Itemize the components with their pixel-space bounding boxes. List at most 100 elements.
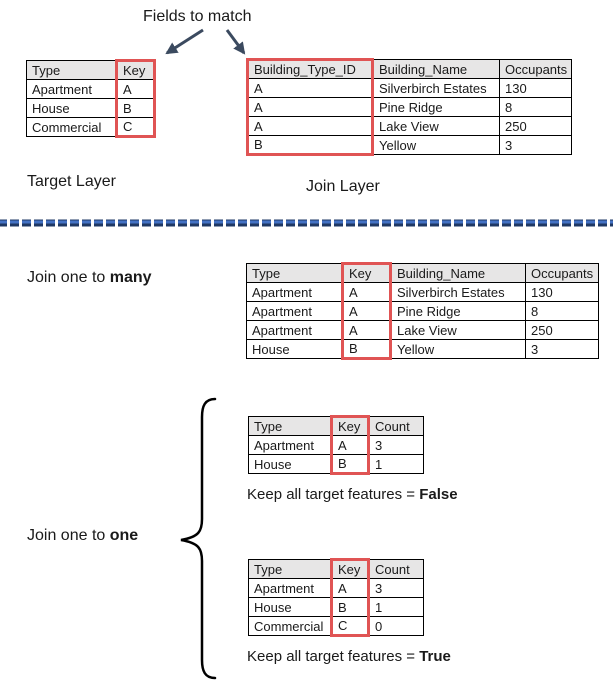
column-header: Key xyxy=(330,558,370,579)
table-cell: Silverbirch Estates xyxy=(390,282,526,302)
table-cell: B xyxy=(330,597,370,617)
table-cell: A xyxy=(341,282,392,302)
table-cell: Apartment xyxy=(248,578,332,598)
table-cell: Commercial xyxy=(26,117,117,137)
table-cell: C xyxy=(330,616,370,637)
table-cell: 3 xyxy=(368,435,424,455)
table-cell: B xyxy=(246,135,374,156)
table-cell: Yellow xyxy=(390,339,526,359)
table-cell: Silverbirch Estates xyxy=(372,78,500,98)
table-cell: Apartment xyxy=(246,301,343,321)
keep-false-value: False xyxy=(419,486,458,503)
table-cell: B xyxy=(330,454,370,475)
table-cell: Commercial xyxy=(248,616,332,636)
column-header: Building_Name xyxy=(372,59,500,79)
join-one-to-one-bold: one xyxy=(109,527,139,544)
table-cell: A xyxy=(246,116,374,136)
column-header: Type xyxy=(246,263,343,283)
keep-false-prefix: Keep all target features = xyxy=(247,486,420,503)
table-cell: 250 xyxy=(525,320,599,340)
table-cell: Lake View xyxy=(390,320,526,340)
keep-true-value: True xyxy=(419,648,451,665)
table-cell: 3 xyxy=(368,578,424,598)
table-cell: C xyxy=(115,117,156,138)
table-cell: 8 xyxy=(525,301,599,321)
table-cell: House xyxy=(248,454,332,474)
table-cell: A xyxy=(246,78,374,98)
table-cell: Pine Ridge xyxy=(390,301,526,321)
table-cell: A xyxy=(246,97,374,117)
table-cell: Pine Ridge xyxy=(372,97,500,117)
keep-true-label: Keep all target features = True xyxy=(247,648,451,666)
join-one-to-many-label: Join one to many xyxy=(27,268,152,287)
table-cell: Apartment xyxy=(248,435,332,455)
table-cell: A xyxy=(341,320,392,340)
table-cell: Apartment xyxy=(246,320,343,340)
column-header: Key xyxy=(115,59,156,80)
join-layer-label: Join Layer xyxy=(306,178,380,195)
column-header: Count xyxy=(368,416,424,436)
column-header: Key xyxy=(330,415,370,436)
table-cell: A xyxy=(330,578,370,598)
table-cell: 1 xyxy=(368,597,424,617)
table-cell: Apartment xyxy=(246,282,343,302)
column-header: Building_Type_ID xyxy=(246,58,374,79)
fields-arrow-right xyxy=(225,29,246,55)
table-cell: House xyxy=(246,339,343,359)
column-header: Occupants xyxy=(499,59,572,79)
column-header: Key xyxy=(341,262,392,283)
keep-false-label: Keep all target features = False xyxy=(247,486,458,504)
column-header: Count xyxy=(368,559,424,579)
fields-to-match-label: Fields to match xyxy=(143,8,252,25)
table-cell: 130 xyxy=(525,282,599,302)
join-one-to-one-label: Join one to one xyxy=(27,526,138,545)
keep-true-prefix: Keep all target features = xyxy=(247,648,420,665)
table-cell: Yellow xyxy=(372,135,500,155)
table-cell: House xyxy=(248,597,332,617)
table-cell: B xyxy=(115,98,156,118)
table-cell: House xyxy=(26,98,117,118)
column-header: Occupants xyxy=(525,263,599,283)
table-cell: 8 xyxy=(499,97,572,117)
join-one-to-many-prefix: Join one to xyxy=(27,269,110,286)
table-cell: Apartment xyxy=(26,79,117,99)
table-cell: 1 xyxy=(368,454,424,474)
table-cell: 130 xyxy=(499,78,572,98)
join-one-to-many-bold: many xyxy=(109,269,152,286)
column-header: Type xyxy=(248,559,332,579)
table-cell: B xyxy=(341,339,392,360)
table-cell: 250 xyxy=(499,116,572,136)
table-cell: A xyxy=(330,435,370,455)
table-cell: 3 xyxy=(499,135,572,155)
table-cell: 3 xyxy=(525,339,599,359)
table-cell: A xyxy=(341,301,392,321)
target-layer-label: Target Layer xyxy=(27,173,116,190)
table-cell: Lake View xyxy=(372,116,500,136)
column-header: Type xyxy=(248,416,332,436)
fields-arrow-left xyxy=(165,28,204,55)
table-cell: A xyxy=(115,79,156,99)
